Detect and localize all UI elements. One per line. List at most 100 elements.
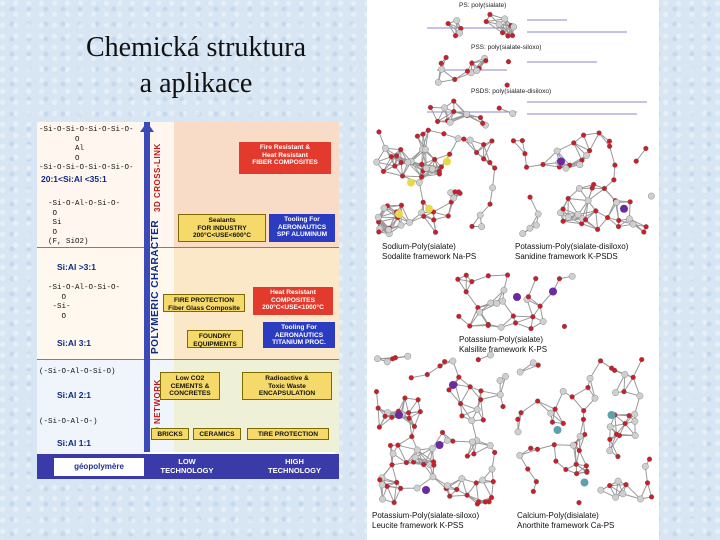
- oxygen-atom: [481, 156, 487, 162]
- silicon-atom: [385, 226, 393, 234]
- potassium-atom: [395, 411, 403, 419]
- oxygen-atom: [607, 143, 613, 149]
- silicon-atom: [389, 450, 397, 458]
- silicon-atom: [487, 351, 494, 359]
- oxygen-atom: [563, 466, 569, 473]
- oxygen-atom: [382, 413, 388, 419]
- oxygen-atom: [509, 33, 516, 39]
- silicon-atom: [383, 358, 391, 366]
- oxygen-atom: [519, 138, 525, 144]
- bond: [598, 132, 611, 147]
- oxygen-atom: [452, 76, 458, 82]
- structure-ratio: Si:Al 1:1: [57, 438, 92, 448]
- oxygen-atom: [611, 177, 617, 183]
- oxygen-atom: [534, 446, 541, 452]
- silicon-atom: [397, 221, 405, 229]
- oxygen-atom: [446, 387, 452, 393]
- oxygen-atom: [427, 104, 434, 111]
- bond: [491, 481, 494, 498]
- silicon-atom: [613, 199, 620, 206]
- oxygen-atom: [447, 493, 453, 499]
- bond: [466, 482, 477, 496]
- bond: [573, 142, 583, 161]
- oxygen-atom: [649, 494, 655, 500]
- oxygen-atom: [403, 460, 409, 466]
- bond: [465, 291, 479, 308]
- oxygen-atom: [513, 320, 519, 326]
- oxygen-atom: [409, 434, 415, 440]
- silicon-atom: [534, 210, 542, 218]
- bond: [463, 138, 477, 153]
- divider: [37, 359, 339, 360]
- oxygen-atom: [398, 202, 404, 208]
- bond: [587, 188, 605, 202]
- oxygen-atom: [616, 432, 622, 439]
- silicon-atom: [380, 204, 388, 212]
- oxygen-atom: [607, 483, 613, 489]
- silicon-atom: [468, 417, 476, 425]
- bond: [483, 144, 491, 163]
- bond: [421, 163, 442, 168]
- oxygen-atom: [435, 118, 441, 124]
- oxygen-atom: [420, 131, 426, 137]
- calcium-atom: [553, 426, 562, 434]
- oxygen-atom: [467, 323, 473, 329]
- oxygen-atom: [583, 217, 589, 223]
- oxygen-atom: [500, 404, 506, 410]
- bond: [553, 444, 557, 462]
- bond: [393, 482, 398, 503]
- label-psds: PSDS: poly(sialate-disiloxo): [471, 88, 552, 95]
- bond: [635, 148, 647, 162]
- silicon-atom: [576, 161, 584, 169]
- oxygen-atom: [451, 98, 457, 104]
- silicon-atom: [648, 192, 655, 200]
- silicon-atom: [564, 213, 572, 221]
- oxygen-atom: [525, 294, 531, 300]
- silicon-atom: [597, 486, 605, 494]
- silicon-atom: [501, 15, 509, 23]
- bond: [537, 400, 556, 410]
- silicon-atom: [444, 482, 451, 489]
- silicon-atom: [404, 158, 412, 166]
- silicon-atom: [586, 375, 594, 382]
- potassium-atom: [449, 381, 457, 389]
- oxygen-atom: [581, 408, 587, 414]
- title-line-1: Chemická struktura: [85, 32, 307, 63]
- bond: [614, 414, 617, 435]
- silicon-atom: [487, 299, 495, 307]
- structure-ratio: Si:Al 3:1: [57, 338, 92, 348]
- silicon-atom: [458, 475, 466, 482]
- zone-polymeric-structures: [37, 247, 174, 359]
- oxygen-atom: [459, 413, 465, 419]
- oxygen-atom: [419, 161, 425, 167]
- bond: [526, 164, 544, 168]
- silicon-atom: [497, 323, 505, 331]
- bond: [625, 484, 641, 500]
- potassium-atom: [620, 204, 628, 213]
- oxygen-atom: [616, 217, 622, 224]
- label-pss: PSS: poly(sialate-siloxo): [471, 44, 542, 51]
- structure-formula: -Si-O-Si-O-Si-O-Si-O- O Al O -Si-O-Si-O-…: [39, 126, 134, 172]
- bond: [527, 278, 537, 297]
- oxygen-atom: [522, 151, 528, 157]
- oxygen-atom: [432, 229, 439, 235]
- silicon-atom: [415, 179, 423, 186]
- high-technology-label: HIGH TECHNOLOGY: [268, 457, 321, 475]
- oxygen-atom: [569, 394, 575, 400]
- silicon-atom: [466, 136, 474, 144]
- oxygen-atom: [646, 456, 653, 462]
- oxygen-atom: [438, 164, 444, 170]
- silicon-atom: [612, 389, 619, 396]
- zone-cross-link-structures: [37, 122, 174, 247]
- silicon-atom: [413, 446, 421, 454]
- oxygen-atom: [560, 206, 566, 212]
- box-sealants: Sealants FOR INDUSTRY 200°C<USE<600°C: [178, 214, 266, 242]
- silicon-atom: [450, 194, 458, 202]
- oxygen-atom: [376, 229, 382, 235]
- bond: [393, 488, 402, 503]
- potassium-atom: [422, 486, 430, 494]
- oxygen-atom: [583, 463, 589, 469]
- bond: [421, 173, 440, 178]
- oxygen-atom: [421, 462, 427, 468]
- oxygen-atom: [533, 276, 539, 282]
